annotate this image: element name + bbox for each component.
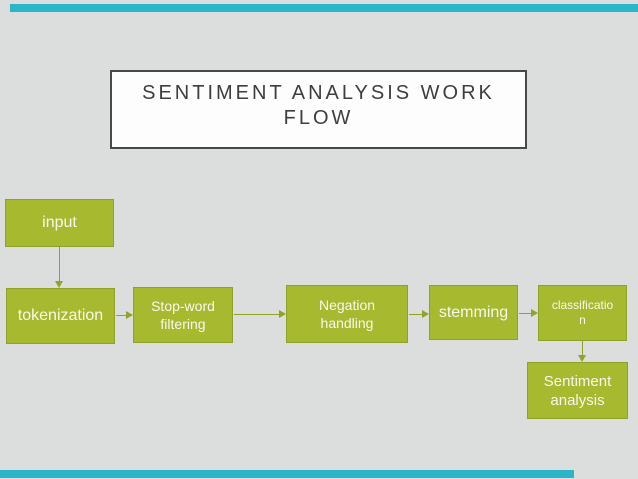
arrow-down-icon <box>578 355 586 362</box>
arrow-right-icon <box>531 309 538 317</box>
node-stop-word-line-2: filtering <box>160 316 206 332</box>
connector-tokenization-to-stopword <box>116 315 127 316</box>
title-line-2: FLOW <box>283 107 354 129</box>
node-input-label: input <box>42 214 77 231</box>
top-accent-bar <box>10 4 638 12</box>
node-sentiment-analysis: Sentiment analysis <box>527 362 628 419</box>
node-tokenization-label: tokenization <box>17 307 104 324</box>
bottom-accent-bar <box>0 470 574 478</box>
arrow-right-icon <box>279 310 286 318</box>
connector-negation-to-stemming <box>409 314 422 315</box>
node-stop-word-filtering: Stop-word filtering <box>133 287 233 343</box>
node-negation-line-1: Negation <box>318 297 376 313</box>
node-stop-word-line-1: Stop-word <box>151 298 215 314</box>
node-stemming: stemming <box>429 285 518 340</box>
title-box: SENTIMENT ANALYSIS WORK FLOW <box>110 70 527 149</box>
connector-stopword-to-negation <box>234 314 279 315</box>
arrow-right-icon <box>126 311 133 319</box>
node-stemming-label: stemming <box>438 303 509 321</box>
node-classification: classificatio n <box>538 285 627 341</box>
connector-stemming-to-classification <box>519 313 531 314</box>
node-sentiment-line-1: Sentiment <box>543 372 612 390</box>
node-input: input <box>5 199 114 247</box>
node-classification-line-2: n <box>579 313 586 327</box>
node-negation-line-2: handling <box>320 315 374 331</box>
title-line-1: SENTIMENT ANALYSIS WORK <box>142 82 495 104</box>
connector-input-to-tokenization <box>59 247 60 281</box>
node-sentiment-line-2: analysis <box>550 391 605 409</box>
node-classification-line-1: classificatio <box>551 298 614 312</box>
node-negation-handling: Negation handling <box>286 285 408 343</box>
arrow-down-icon <box>55 281 63 288</box>
connector-classification-to-sentiment <box>582 341 583 355</box>
node-tokenization: tokenization <box>6 288 115 344</box>
arrow-right-icon <box>422 310 429 318</box>
